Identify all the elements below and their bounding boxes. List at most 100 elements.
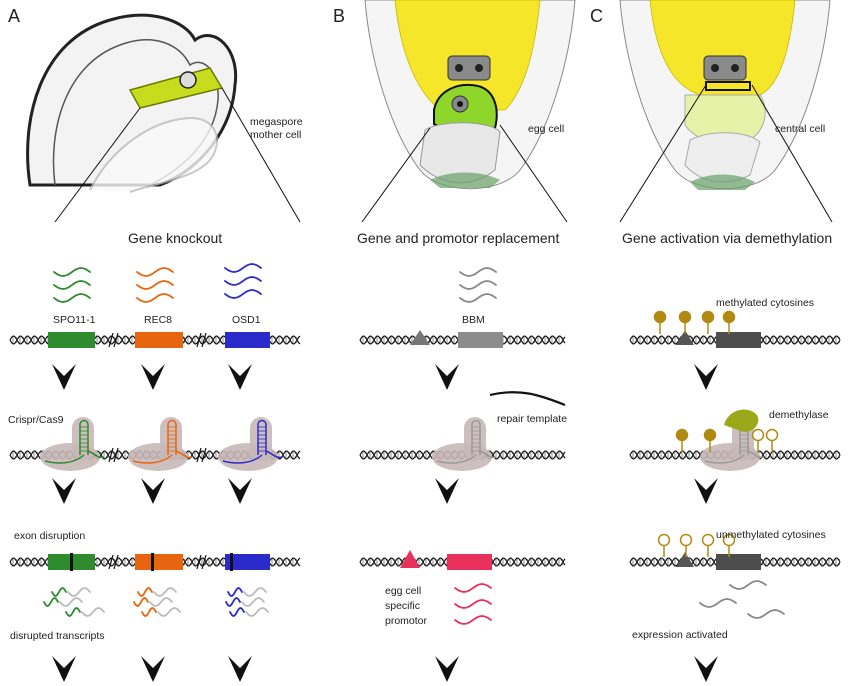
guide-rna-hairpin <box>471 419 481 455</box>
unmethylated-cytosine <box>679 533 693 547</box>
transcript-rec8-broken <box>141 607 157 617</box>
methylated-cytosine <box>653 310 667 324</box>
flow-arrow <box>141 364 165 390</box>
label-egg-cell: egg cell <box>528 123 565 135</box>
disruption-mark <box>151 553 154 571</box>
transcript-rec8 <box>136 293 174 303</box>
guide-rna-hairpin <box>79 419 89 455</box>
label-crispr-cas9: Crispr/Cas9 <box>8 414 64 426</box>
transcript-fragment <box>67 587 91 597</box>
gene-row-1 <box>9 310 841 348</box>
cas9-complex <box>128 417 193 471</box>
guide-rna <box>44 454 85 464</box>
dna-break-mark <box>196 447 207 463</box>
transcript-spo11-1-broken <box>51 587 67 597</box>
label-bbm: BBM <box>462 314 485 326</box>
transcript-spo11-1 <box>53 280 91 290</box>
transcript-rec8-broken <box>137 587 153 597</box>
disruption-row <box>9 533 841 571</box>
gene-spo11-1 <box>48 332 95 348</box>
transcript-fragment <box>245 607 269 617</box>
demethylase-enzyme <box>724 409 759 432</box>
transcript-expressed <box>729 580 767 590</box>
transcript-fragment <box>153 587 177 597</box>
label-methylated-cytosines: methylated cytosines <box>716 297 815 309</box>
gene-rec8-disrupted <box>135 554 183 570</box>
gene-bbm-replaced <box>447 554 492 570</box>
transcript-bbm-expressed <box>454 583 492 593</box>
dna-break-mark <box>108 447 119 463</box>
guide-rna-hairpin <box>257 419 267 455</box>
arrow-group <box>52 364 718 682</box>
flow-arrow <box>52 656 76 682</box>
flow-arrow <box>694 656 718 682</box>
flow-arrow <box>435 656 459 682</box>
unmethylated-cytosine <box>657 533 671 547</box>
guide-rna <box>132 454 173 464</box>
dna-break-mark <box>196 332 207 348</box>
transcript-osd1 <box>224 263 262 273</box>
gene-osd1 <box>225 332 270 348</box>
label-exon-disruption: exon disruption <box>14 530 86 542</box>
methylated-cytosine <box>675 428 689 442</box>
transcript-bbm-expressed <box>454 599 492 609</box>
flow-arrow <box>694 478 718 504</box>
panel-letter-c: C <box>590 6 603 26</box>
embryo-sac-illustration-c <box>619 0 831 190</box>
gene-rec8 <box>135 332 183 348</box>
flow-arrow <box>141 656 165 682</box>
transcript-fragment <box>241 597 265 607</box>
promoter-triangle-c <box>676 330 694 345</box>
flow-arrow <box>141 478 165 504</box>
transcript-fragment <box>243 587 267 597</box>
transcript-bbm <box>459 267 497 277</box>
transcript-fragment <box>59 597 83 607</box>
transcript-rec8 <box>136 267 174 277</box>
transcript-osd1-broken <box>227 587 243 597</box>
disruption-mark <box>230 553 233 571</box>
guide-rna <box>436 454 477 464</box>
label-rec8: REC8 <box>144 314 173 326</box>
label-spo11-1: SPO11-1 <box>53 314 96 326</box>
transcript-group <box>43 263 785 625</box>
panel-letter-a: A <box>8 6 21 26</box>
crispr-row <box>9 391 841 471</box>
flow-arrow <box>435 478 459 504</box>
gene-bbm <box>458 332 503 348</box>
gene-target-c-active <box>716 554 761 570</box>
flow-arrow <box>228 656 252 682</box>
disruption-mark <box>70 553 73 571</box>
transcript-fragment <box>149 597 173 607</box>
unmethylated-cytosine <box>701 533 715 547</box>
methylated-cytosine <box>703 428 717 442</box>
flow-arrow <box>435 364 459 390</box>
transcript-expressed <box>747 609 785 619</box>
dna-break-mark <box>108 554 119 570</box>
transcript-expressed <box>699 598 737 608</box>
guide-rna <box>222 454 263 464</box>
transcript-osd1 <box>224 276 262 286</box>
transcript-bbm <box>459 293 497 303</box>
guide-rna-tail <box>175 450 193 459</box>
transcript-spo11-1 <box>53 293 91 303</box>
flow-arrow <box>228 478 252 504</box>
flow-arrow <box>228 364 252 390</box>
methylated-cytosine <box>678 310 692 324</box>
guide-rna-tail <box>265 450 283 459</box>
transcript-spo11-1 <box>53 267 91 277</box>
transcript-osd1-broken <box>229 607 245 617</box>
dna-break-mark <box>108 332 119 348</box>
unmethylated-cytosine <box>722 533 736 547</box>
guide-rna-hairpin <box>167 419 177 455</box>
label-osd1: OSD1 <box>232 314 261 326</box>
transcript-fragment <box>157 607 181 617</box>
transcript-bbm-expressed <box>454 615 492 625</box>
title-gene-activation: Gene activation via demethylation <box>622 230 833 246</box>
unmethylated-cytosine <box>751 428 765 442</box>
transcript-spo11-1-broken <box>43 597 59 607</box>
gene-target-c <box>716 332 761 348</box>
guide-rna <box>704 454 745 464</box>
label-egg-cell-specific-promotor: egg cell specific promotor <box>385 585 428 627</box>
label-repair-template: repair template <box>497 413 568 425</box>
